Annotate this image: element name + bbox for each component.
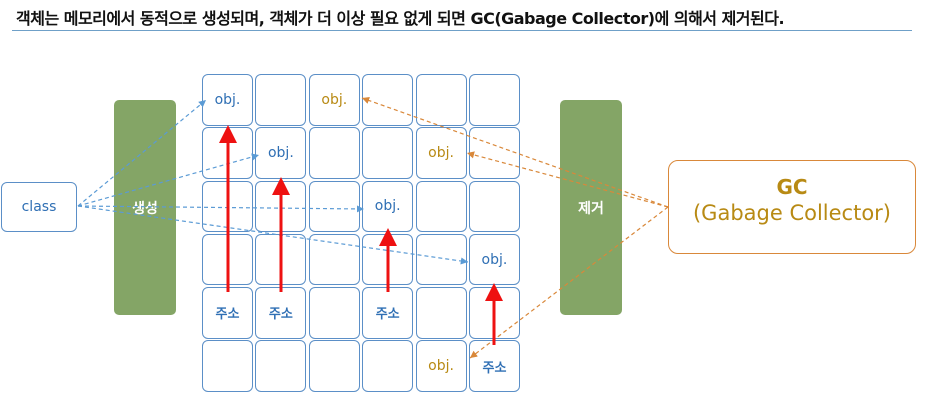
memory-cell — [468, 287, 520, 339]
memory-cell — [362, 233, 414, 286]
memory-cell — [202, 233, 253, 286]
class-label: class — [21, 199, 57, 215]
memory-cell — [308, 180, 360, 233]
memory-cell — [362, 340, 414, 392]
memory-cell — [362, 74, 414, 126]
address-label: 주소 — [482, 360, 507, 376]
address-label: 주소 — [268, 307, 293, 323]
memory-cell — [202, 340, 253, 392]
object-label: obj. — [428, 358, 454, 375]
object-label: obj. — [428, 145, 454, 162]
address-label: 주소 — [215, 307, 240, 323]
memory-cell — [415, 287, 467, 339]
memory-cell: obj. — [202, 74, 253, 126]
memory-cell: obj. — [362, 180, 414, 233]
memory-cell — [308, 233, 360, 286]
page-title: 객체는 메모리에서 동적으로 생성되며, 객체가 더 이상 필요 없게 되면 G… — [16, 9, 785, 28]
memory-cell — [202, 180, 253, 233]
memory-cell: 주소 — [202, 287, 253, 339]
memory-cell: obj. — [468, 233, 520, 286]
title-underline — [12, 30, 912, 31]
address-label: 주소 — [375, 307, 400, 323]
memory-cell — [468, 74, 520, 126]
object-label: obj. — [374, 198, 401, 215]
memory-cell: obj. — [308, 74, 360, 126]
object-label: obj. — [214, 91, 241, 108]
gc-box: GC (Gabage Collector) — [668, 160, 916, 254]
create-bar: 생성 — [114, 100, 176, 315]
memory-cell — [255, 340, 307, 392]
memory-cell: obj. — [415, 127, 467, 179]
memory-cell — [415, 233, 467, 286]
memory-cell: 주소 — [255, 287, 307, 339]
class-box: class — [1, 182, 77, 232]
memory-cell — [362, 127, 414, 179]
object-label: obj. — [267, 145, 294, 162]
create-label: 생성 — [132, 200, 158, 217]
memory-cell — [308, 340, 360, 392]
memory-cell — [255, 233, 307, 286]
gc-subtitle: (Gabage Collector) — [692, 201, 891, 225]
memory-cell — [415, 74, 467, 126]
memory-cell: 주소 — [468, 340, 520, 392]
memory-cell — [255, 180, 307, 233]
memory-cell — [255, 74, 307, 126]
object-label: obj. — [481, 251, 508, 268]
memory-cell — [308, 287, 360, 339]
memory-cell — [415, 180, 467, 233]
memory-cell — [468, 127, 520, 179]
memory-cell — [202, 127, 253, 179]
memory-cell: obj. — [255, 127, 307, 179]
memory-cell — [308, 127, 360, 179]
remove-label: 제거 — [578, 200, 604, 217]
remove-bar: 제거 — [560, 100, 622, 315]
gc-title: GC — [776, 175, 808, 199]
memory-cell: 주소 — [362, 287, 414, 339]
memory-cell: obj. — [415, 340, 467, 392]
memory-cell — [468, 180, 520, 233]
object-label: obj. — [321, 91, 348, 108]
